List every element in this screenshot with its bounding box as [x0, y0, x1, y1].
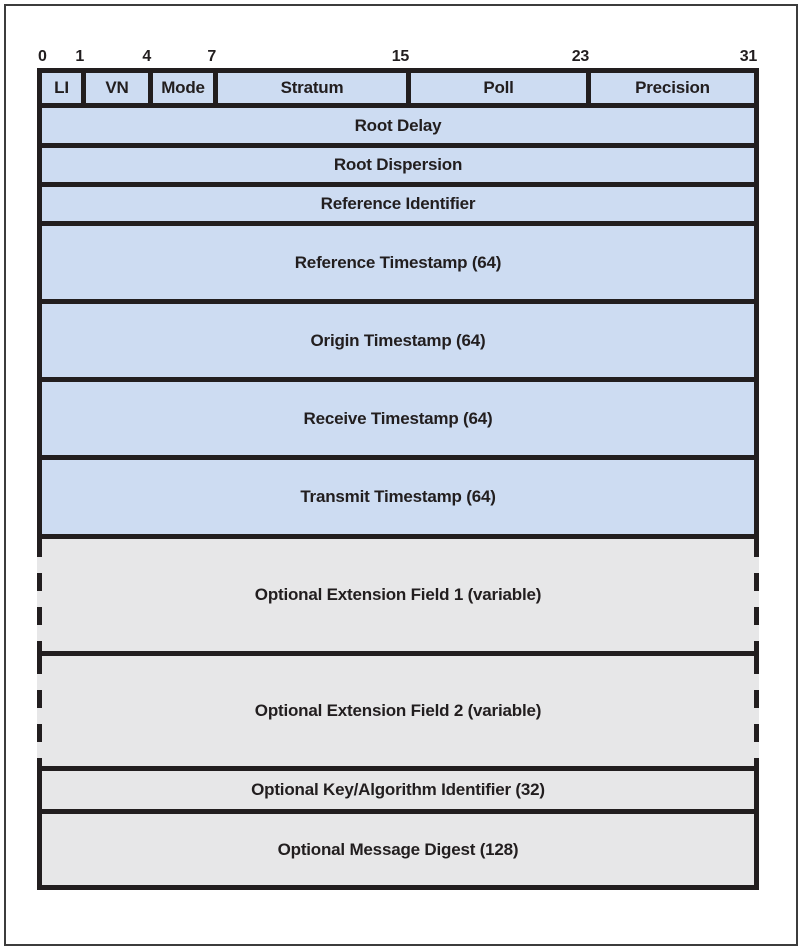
- field-root-delay-label: Root Delay: [354, 115, 442, 135]
- bit-label-31: 31: [739, 48, 758, 65]
- field-optional-message-digest-label: Optional Message Digest (128): [277, 839, 519, 859]
- bit-scale: 0 1 4 7 15 23 31: [37, 44, 759, 68]
- field-precision: Precision: [591, 73, 754, 103]
- field-poll-label: Poll: [483, 78, 514, 97]
- field-stratum-label: Stratum: [280, 78, 344, 97]
- bit-label-7: 7: [207, 48, 216, 65]
- field-li: LI: [42, 73, 86, 103]
- field-origin-timestamp: Origin Timestamp (64): [37, 304, 759, 382]
- bit-label-4: 4: [142, 48, 151, 65]
- field-optional-key-algorithm-identifier: Optional Key/Algorithm Identifier (32): [37, 771, 759, 814]
- field-optional-extension-1-label: Optional Extension Field 1 (variable): [254, 585, 542, 604]
- field-reference-timestamp-label: Reference Timestamp (64): [294, 252, 502, 272]
- field-reference-identifier-label: Reference Identifier: [320, 194, 476, 213]
- field-root-dispersion-label: Root Dispersion: [333, 155, 463, 174]
- field-optional-extension-2-label: Optional Extension Field 2 (variable): [254, 701, 542, 720]
- field-optional-key-algorithm-identifier-label: Optional Key/Algorithm Identifier (32): [251, 780, 545, 799]
- field-precision-label: Precision: [635, 78, 710, 97]
- bit-label-1: 1: [75, 48, 84, 65]
- packet-field-table: LI VN Mode Stratum Poll Precision Root D…: [37, 68, 759, 890]
- field-poll: Poll: [411, 73, 591, 103]
- field-receive-timestamp: Receive Timestamp (64): [37, 382, 759, 460]
- field-origin-timestamp-label: Origin Timestamp (64): [310, 330, 486, 350]
- field-stratum: Stratum: [218, 73, 411, 103]
- ntp-packet-header-diagram: 0 1 4 7 15 23 31 LI VN Mode Stratum Poll: [37, 44, 759, 890]
- header-fields-row: LI VN Mode Stratum Poll Precision: [37, 68, 759, 108]
- field-li-label: LI: [54, 78, 69, 97]
- field-optional-extension-2: Optional Extension Field 2 (variable): [37, 656, 759, 771]
- field-optional-message-digest: Optional Message Digest (128): [37, 814, 759, 890]
- bit-label-0: 0: [38, 48, 47, 65]
- field-optional-extension-1: Optional Extension Field 1 (variable): [37, 539, 759, 656]
- field-transmit-timestamp: Transmit Timestamp (64): [37, 460, 759, 539]
- bit-label-23: 23: [571, 48, 590, 65]
- field-reference-timestamp: Reference Timestamp (64): [37, 226, 759, 304]
- field-mode: Mode: [153, 73, 218, 103]
- field-root-dispersion: Root Dispersion: [37, 148, 759, 187]
- field-mode-label: Mode: [161, 78, 205, 97]
- field-root-delay: Root Delay: [37, 108, 759, 148]
- field-receive-timestamp-label: Receive Timestamp (64): [303, 408, 493, 428]
- bit-label-15: 15: [391, 48, 410, 65]
- field-vn: VN: [86, 73, 153, 103]
- field-reference-identifier: Reference Identifier: [37, 187, 759, 226]
- field-transmit-timestamp-label: Transmit Timestamp (64): [300, 487, 496, 506]
- field-vn-label: VN: [105, 78, 129, 97]
